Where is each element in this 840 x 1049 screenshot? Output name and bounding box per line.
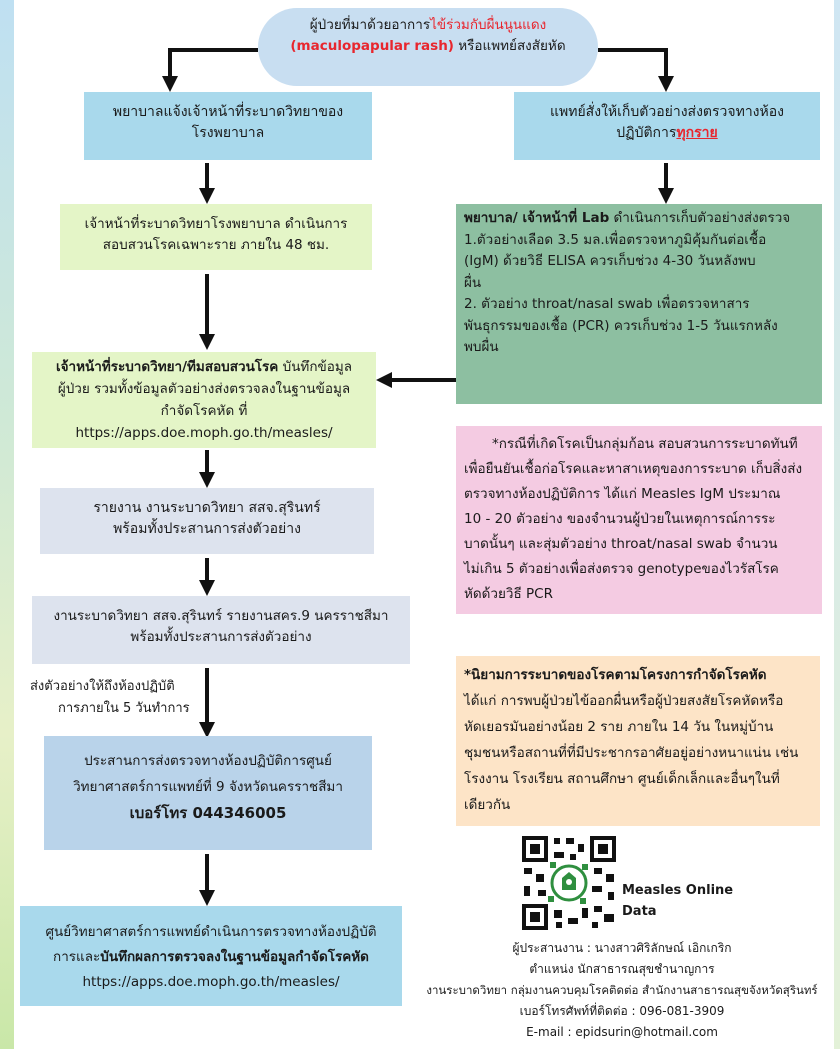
- qr-code: [520, 834, 618, 932]
- lab-line7: พบผื่น: [464, 339, 499, 355]
- final-line2-pre: การและ: [53, 949, 101, 965]
- definition-line2: หัดเยอรมันอย่างน้อย 2 ราย ภายใน 14 วัน ใ…: [464, 719, 774, 735]
- final-line2-bold: บันทึกผลการตรวจลงในฐานข้อมูลกำจัดโรคหัด: [100, 949, 369, 965]
- report1-box: รายงาน งานระบาดวิทยา สสจ.สุรินทร์ พร้อมท…: [40, 488, 374, 554]
- qr-code-graphic: [520, 834, 618, 932]
- cluster-line2: เพื่อยืนยันเชื้อก่อโรคและหาสาเหตุของการร…: [464, 461, 803, 477]
- lab-line4: ผื่น: [464, 274, 482, 291]
- lab-line5: 2. ตัวอย่าง throat/nasal swab เพื่อตรวจห…: [464, 296, 750, 312]
- record-title: เจ้าหน้าที่ระบาดวิทยา/ทีมสอบสวนโรค: [56, 359, 279, 375]
- final-url: https://apps.doe.moph.go.th/measles/: [82, 974, 340, 990]
- record-url: https://apps.doe.moph.go.th/measles/: [75, 425, 333, 441]
- send-note-line2: การภายใน 5 วันทำการ: [58, 701, 190, 716]
- lab-collection-box: พยาบาล/ เจ้าหน้าที่ Lab ดำเนินการเก็บตัว…: [456, 204, 822, 404]
- send-note-line1: ส่งตัวอย่างให้ถึงห้องปฏิบัติ: [30, 679, 175, 694]
- start-highlight-fever-rash: ไข้ร่วมกับผื่นนูนแดง: [430, 17, 547, 33]
- final-result-box: ศูนย์วิทยาศาสตร์การแพทย์ดำเนินการตรวจทาง…: [20, 906, 402, 1006]
- report2-line1: งานระบาดวิทยา สสจ.สุรินทร์ รายงานสคร.9 น…: [53, 608, 389, 624]
- definition-line4: โรงงาน โรงเรียน สถานศึกษา ศูนย์เด็กเล็กแ…: [464, 771, 780, 787]
- contact-line1: ผู้ประสานงาน : นางสาวศิริลักษณ์ เอิกเกริ…: [512, 941, 732, 955]
- left-decor-strip: [0, 0, 14, 1049]
- cluster-line4: 10 - 20 ตัวอย่าง ของจำนวนผู้ป่วยในเหตุกา…: [464, 511, 776, 527]
- cluster-line1: *กรณีที่เกิดโรคเป็นกลุ่มก้อน สอบสวนการระ…: [492, 436, 798, 452]
- contact-phone: เบอร์โทรศัพท์ที่ติดต่อ : 096-081-3909: [519, 1004, 725, 1018]
- final-line1: ศูนย์วิทยาศาสตร์การแพทย์ดำเนินการตรวจทาง…: [45, 924, 377, 940]
- contact-line2: ตำแหน่ง นักสาธารณสุขชำนาญการ: [529, 962, 715, 976]
- doctor-order-box: แพทย์สั่งให้เก็บตัวอย่างส่งตรวจทางห้อง ป…: [514, 92, 820, 160]
- cluster-line5: บาดนั้นๆ และสุ่มตัวอย่าง throat/nasal sw…: [464, 536, 778, 552]
- coord-line1: ประสานการส่งตรวจทางห้องปฏิบัติการศูนย์: [84, 753, 332, 769]
- qr-label: Measles Online Data: [622, 880, 772, 919]
- definition-title: *นิยามการระบาดของโรคตามโครงการกำจัดโรคหั…: [464, 667, 767, 683]
- definition-line3: ชุมชนหรือสถานที่ที่มีประชากรอาศัยอยู่อย่…: [464, 745, 799, 761]
- doctor-line2-pre: ปฏิบัติการ: [616, 125, 677, 141]
- report1-line1: รายงาน งานระบาดวิทยา สสจ.สุรินทร์: [93, 500, 321, 516]
- start-text-pre: ผู้ป่วยที่มาด้วยอาการ: [309, 17, 431, 33]
- lab-line1: ดำเนินการเก็บตัวอย่างส่งตรวจ: [609, 210, 791, 226]
- lab-line3: (IgM) ด้วยวิธี ELISA ควรเก็บช่วง 4-30 วั…: [464, 253, 756, 269]
- coordinate-lab-box: ประสานการส่งตรวจทางห้องปฏิบัติการศูนย์ ว…: [44, 736, 372, 850]
- contact-line3: งานระบาดวิทยา กลุ่มงานควบคุมโรคติดต่อ สำ…: [426, 983, 818, 997]
- contact-email: E-mail : epidsurin@hotmail.com: [526, 1025, 718, 1039]
- investigate-line2: สอบสวนโรคเฉพาะราย ภายใน 48 ชม.: [102, 237, 330, 253]
- investigate-line1: เจ้าหน้าที่ระบาดวิทยาโรงพยาบาล ดำเนินการ: [84, 216, 348, 232]
- notify-box: พยาบาลแจ้งเจ้าหน้าที่ระบาดวิทยาของ โรงพย…: [84, 92, 372, 160]
- definition-line5: เดียวกัน: [464, 797, 511, 813]
- lab-line6: พันธุกรรมของเชื้อ (PCR) ควรเก็บช่วง 1-5 …: [464, 317, 778, 334]
- cluster-line3: ตรวจทางห้องปฏิบัติการ ได้แก่ Measles IgM…: [464, 486, 781, 502]
- cluster-line6: ไม่เกิน 5 ตัวอย่างเพื่อส่งตรวจ genotypeข…: [464, 561, 779, 577]
- investigate-box: เจ้าหน้าที่ระบาดวิทยาโรงพยาบาล ดำเนินการ…: [60, 204, 372, 270]
- doctor-every-case: ทุกราย: [676, 125, 718, 141]
- notify-line1: พยาบาลแจ้งเจ้าหน้าที่ระบาดวิทยาของ: [112, 104, 344, 120]
- lab-line2: 1.ตัวอย่างเลือด 3.5 มล.เพื่อตรวจหาภูมิคุ…: [464, 231, 767, 248]
- cluster-line7: หัดด้วยวิธี PCR: [464, 586, 553, 602]
- record-data-box: เจ้าหน้าที่ระบาดวิทยา/ทีมสอบสวนโรค บันทึ…: [32, 352, 376, 448]
- record-line1: บันทึกข้อมูล: [278, 359, 352, 375]
- outbreak-definition-box: *นิยามการระบาดของโรคตามโครงการกำจัดโรคหั…: [456, 656, 820, 826]
- cluster-outbreak-box: *กรณีที่เกิดโรคเป็นกลุ่มก้อน สอบสวนการระ…: [456, 426, 822, 614]
- record-line3: กำจัดโรคหัด ที่: [160, 403, 248, 419]
- start-highlight-maculopapular: (maculopapular rash): [290, 38, 454, 54]
- coord-line2: วิทยาศาสตร์การแพทย์ที่ 9 จังหวัดนครราชสี…: [73, 779, 343, 795]
- definition-line1: ได้แก่ การพบผู้ป่วยไข้ออกผื่นหรือผู้ป่วย…: [464, 693, 784, 709]
- qr-label-text: Measles Online Data: [622, 883, 734, 919]
- report2-line2: พร้อมทั้งประสานการส่งตัวอย่าง: [130, 629, 312, 645]
- record-line2: ผู้ป่วย รวมทั้งข้อมูลตัวอย่างส่งตรวจลงใน…: [57, 381, 351, 397]
- coord-phone: เบอร์โทร 044346005: [129, 804, 287, 822]
- start-oval: ผู้ป่วยที่มาด้วยอาการไข้ร่วมกับผื่นนูนแด…: [258, 8, 598, 86]
- report2-box: งานระบาดวิทยา สสจ.สุรินทร์ รายงานสคร.9 น…: [32, 596, 410, 664]
- notify-line2: โรงพยาบาล: [191, 125, 265, 141]
- arrow-start-to-doctor: [598, 48, 674, 92]
- report1-line2: พร้อมทั้งประสานการส่งตัวอย่าง: [113, 521, 301, 537]
- contact-info: ผู้ประสานงาน : นางสาวศิริลักษณ์ เอิกเกริ…: [408, 938, 836, 1046]
- lab-title: พยาบาล/ เจ้าหน้าที่ Lab: [464, 210, 610, 226]
- send-deadline-note: ส่งตัวอย่างให้ถึงห้องปฏิบัติ การภายใน 5 …: [30, 676, 200, 722]
- right-decor-strip: [834, 0, 840, 1049]
- start-text-post: หรือแพทย์สงสัยหัด: [453, 38, 566, 54]
- arrow-start-to-notify: [162, 48, 258, 92]
- doctor-line1: แพทย์สั่งให้เก็บตัวอย่างส่งตรวจทางห้อง: [550, 104, 784, 120]
